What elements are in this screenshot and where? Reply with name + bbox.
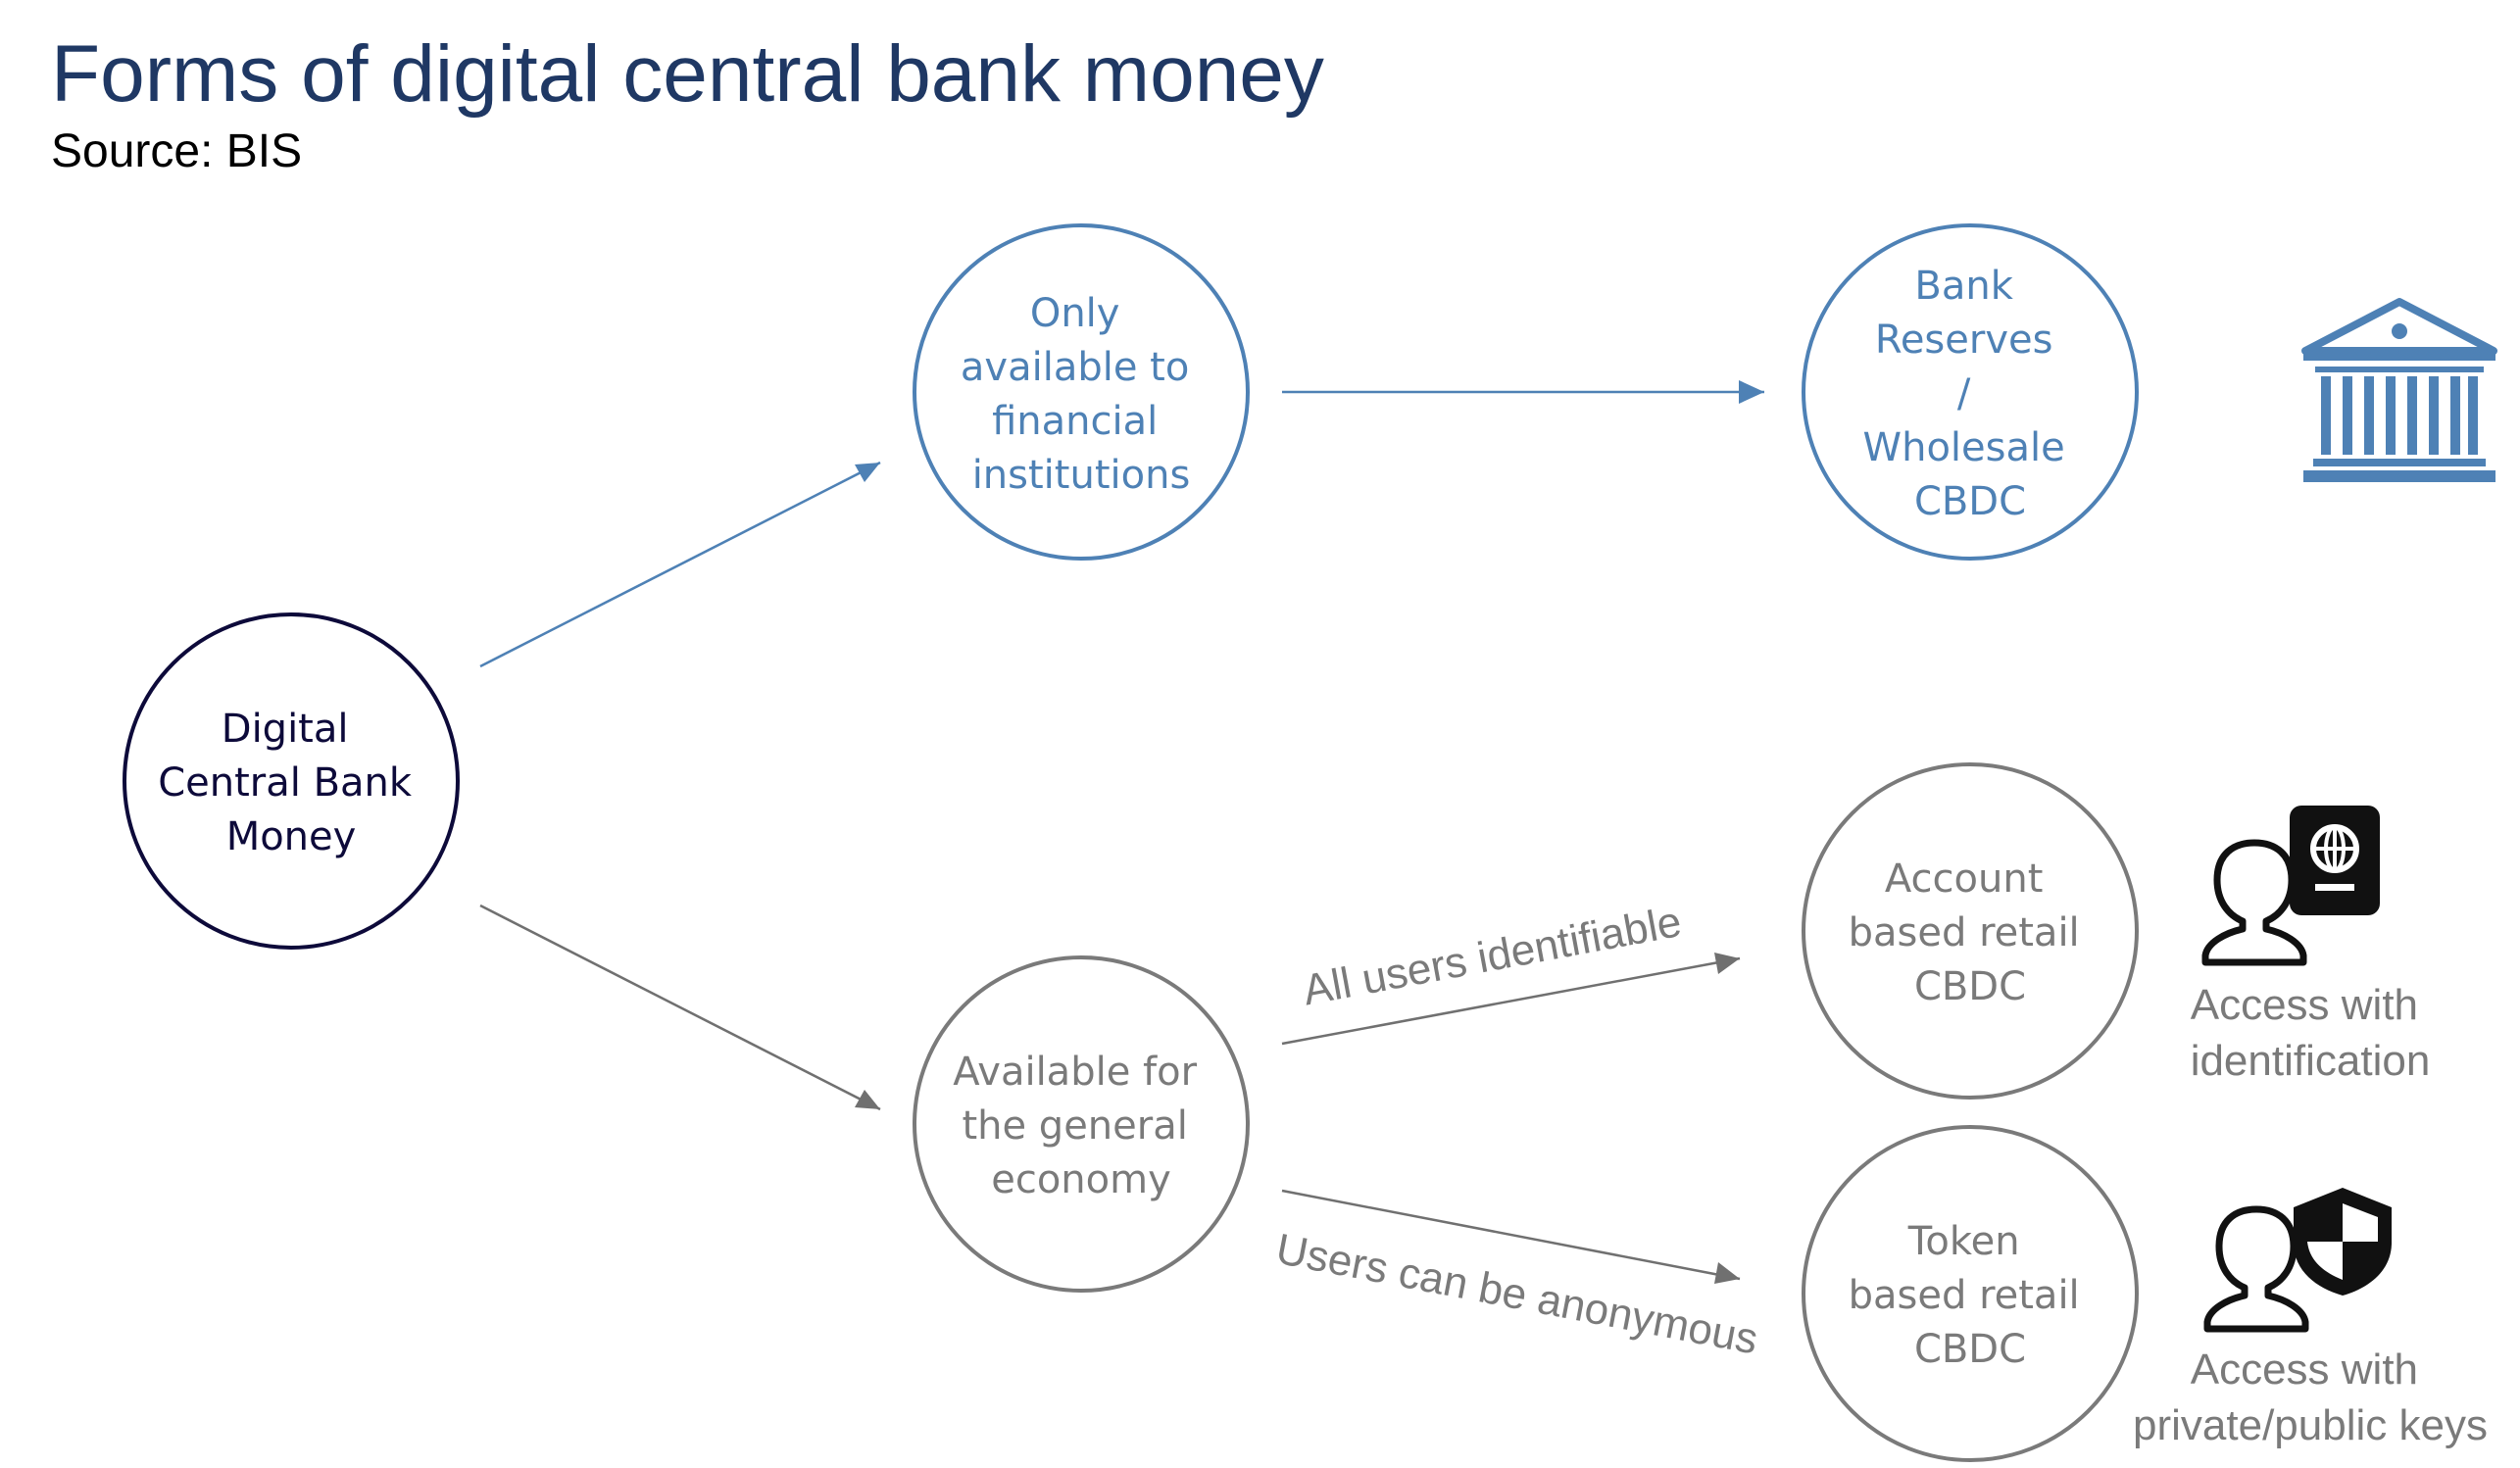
arrow-general-to-token bbox=[1281, 1189, 1741, 1284]
node-line: CBDC bbox=[1914, 1327, 2026, 1372]
node-line: Digital bbox=[222, 707, 349, 752]
caption-line: private/public keys bbox=[2133, 1401, 2488, 1449]
node-line: Central Bank bbox=[158, 760, 413, 806]
node-line: Available for bbox=[953, 1050, 1197, 1095]
node-line: the general bbox=[962, 1103, 1187, 1149]
node-line: based retail bbox=[1849, 1273, 2080, 1318]
node-line: Only bbox=[1030, 291, 1120, 336]
node-line: Reserves bbox=[1875, 318, 2053, 363]
arrow-root-to-financial bbox=[479, 461, 881, 668]
node-account-based-cbdc: Account based retail CBDC bbox=[1802, 762, 2139, 1100]
arrow-financial-to-wholesale bbox=[1282, 380, 1764, 404]
person-icon bbox=[2203, 1205, 2309, 1333]
caption-identification: Access with identification bbox=[2191, 981, 2431, 1085]
node-line: Money bbox=[226, 814, 357, 859]
caption-line: Access with bbox=[2191, 981, 2418, 1029]
node-line: available to bbox=[961, 345, 1189, 390]
shield-icon bbox=[2294, 1188, 2392, 1296]
node-line: / bbox=[1957, 371, 1971, 416]
svg-text:Available for the genera: Available for the general economy bbox=[953, 1050, 1210, 1202]
edge-label-identifiable: All users identifiable bbox=[1300, 898, 1686, 1014]
node-line: Token bbox=[1907, 1219, 2020, 1264]
caption-line: Access with bbox=[2191, 1346, 2418, 1394]
node-line: CBDC bbox=[1914, 479, 2026, 524]
node-line: financial bbox=[992, 399, 1158, 444]
svg-text:Only available to: Only available to financial institutions bbox=[961, 291, 1202, 498]
arrow-general-to-account bbox=[1281, 953, 1741, 1046]
svg-text:Bank Reserves /: Bank Reserves / Wholesale CBDC bbox=[1863, 264, 2078, 524]
bank-building-icon bbox=[2301, 298, 2497, 482]
node-line: based retail bbox=[1849, 910, 2080, 955]
node-line: Bank bbox=[1914, 264, 2013, 309]
node-financial-institutions: Only available to financial institutions bbox=[913, 223, 1250, 561]
node-line: CBDC bbox=[1914, 964, 2026, 1009]
svg-text:Account based retail: Account based retail CBDC bbox=[1849, 856, 2093, 1009]
svg-text:Token based retail: Token based retail CBDC bbox=[1849, 1219, 2093, 1372]
node-token-based-cbdc: Token based retail CBDC bbox=[1802, 1125, 2139, 1462]
person-icon bbox=[2201, 839, 2307, 966]
page-title: Forms of digital central bank money bbox=[51, 29, 1324, 119]
caption-line: identification bbox=[2191, 1037, 2431, 1085]
svg-text:Digital Central Bank: Digital Central Bank Money bbox=[158, 707, 424, 859]
node-line: Account bbox=[1885, 856, 2044, 902]
node-wholesale-cbdc: Bank Reserves / Wholesale CBDC bbox=[1802, 223, 2139, 561]
node-line: economy bbox=[991, 1157, 1171, 1202]
node-line: institutions bbox=[972, 453, 1191, 498]
node-digital-central-bank-money: Digital Central Bank Money bbox=[123, 612, 460, 950]
node-general-economy: Available for the general economy bbox=[913, 955, 1250, 1293]
node-line: Wholesale bbox=[1863, 425, 2065, 470]
edge-label-anonymous: Users can be anonymous bbox=[1272, 1225, 1761, 1364]
caption-keys: Access with private/public keys bbox=[2133, 1346, 2488, 1449]
passport-icon bbox=[2290, 806, 2380, 915]
source-note: Source: BIS bbox=[51, 125, 303, 177]
arrow-root-to-general bbox=[479, 904, 881, 1111]
